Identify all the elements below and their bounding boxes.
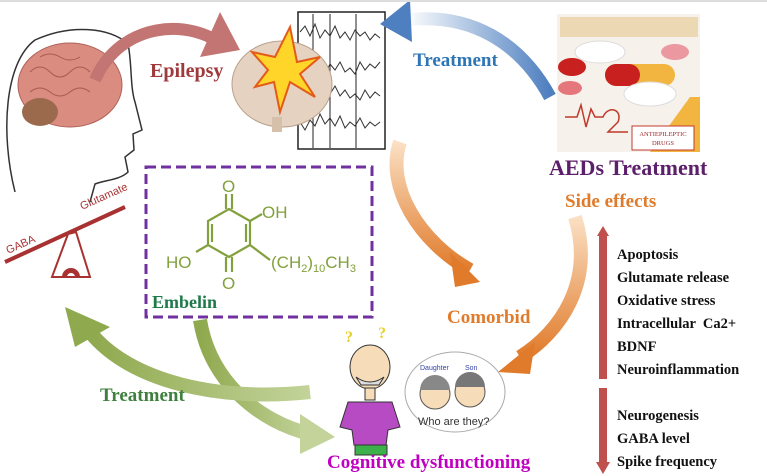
chem-o-top: O (222, 177, 235, 196)
chem-oh: OH (262, 203, 288, 222)
effect-item: BDNF (617, 339, 657, 355)
increase-arrow (597, 226, 609, 379)
effect-item: Intracellular Ca2+ (617, 316, 737, 332)
drug-caption-2: DRUGS (652, 140, 674, 147)
increased-effects-list: Apoptosis Glutamate release Oxidative st… (617, 244, 739, 382)
treatment-arrow-top-head (380, 2, 412, 42)
label-side-effects: Side effects (565, 191, 657, 212)
treatment-arrow-bottom-left-head (65, 307, 110, 347)
label-treatment-top: Treatment (413, 50, 498, 71)
head-brain-illustration (6, 28, 143, 203)
effect-item: Neuroinflammation (617, 362, 740, 378)
gaba-glutamate-seesaw: GABA Glutamate (4, 181, 130, 278)
treatment-arrow-bottom-down (193, 318, 312, 441)
effect-item: GABA level (617, 431, 690, 447)
label-comorbid: Comorbid (447, 307, 531, 328)
side-effects-arrow-head (498, 342, 535, 374)
label-epilepsy: Epilepsy (150, 60, 224, 82)
svg-text:?: ? (378, 325, 386, 342)
seizure-brain-illustration (231, 11, 386, 150)
label-treatment-bottom: Treatment (100, 385, 185, 406)
label-embelin: Embelin (152, 292, 218, 312)
decreased-effects-list: Neurogenesis GABA level Spike frequency (617, 405, 717, 474)
label-cognitive-dysfunctioning: Cognitive dysfunctioning (327, 452, 531, 473)
svg-text:?: ? (345, 329, 353, 346)
effect-item: Neurogenesis (617, 408, 699, 424)
antiepileptic-drugs-image: ANTIEPILEPTIC DRUGS (557, 14, 700, 152)
comorbid-arrow-head (450, 252, 480, 287)
drug-caption-1: ANTIEPILEPTIC (639, 131, 686, 138)
chem-chain: (CH2)10CH3 (271, 253, 356, 275)
epilepsy-arrow-head (200, 12, 240, 57)
effect-item: Apoptosis (617, 247, 679, 263)
effect-item: Glutamate release (617, 270, 730, 286)
treatment-arrow-bottom-left (84, 327, 311, 402)
comorbid-arrow (389, 139, 474, 277)
chem-ho: HO (166, 253, 192, 272)
side-effects-arrow (516, 214, 588, 363)
decrease-arrow (596, 388, 610, 474)
effect-item: Spike frequency (617, 454, 718, 470)
chem-o-bottom: O (222, 274, 235, 293)
cartoon-question: Who are they? (418, 416, 490, 428)
embelin-box (144, 165, 374, 319)
embelin-structure (195, 194, 271, 272)
cartoon-son: Son (465, 365, 478, 372)
cartoon-daughter: Daughter (420, 365, 449, 372)
treatment-arrow-bottom-down-head (300, 414, 335, 454)
effect-item: Oxidative stress (617, 293, 716, 309)
treatment-arrow-top (404, 12, 556, 101)
elderly-confused-cartoon: ? ? Daughter Son Who are they? (339, 325, 506, 456)
label-aeds-treatment: AEDs Treatment (549, 155, 708, 180)
